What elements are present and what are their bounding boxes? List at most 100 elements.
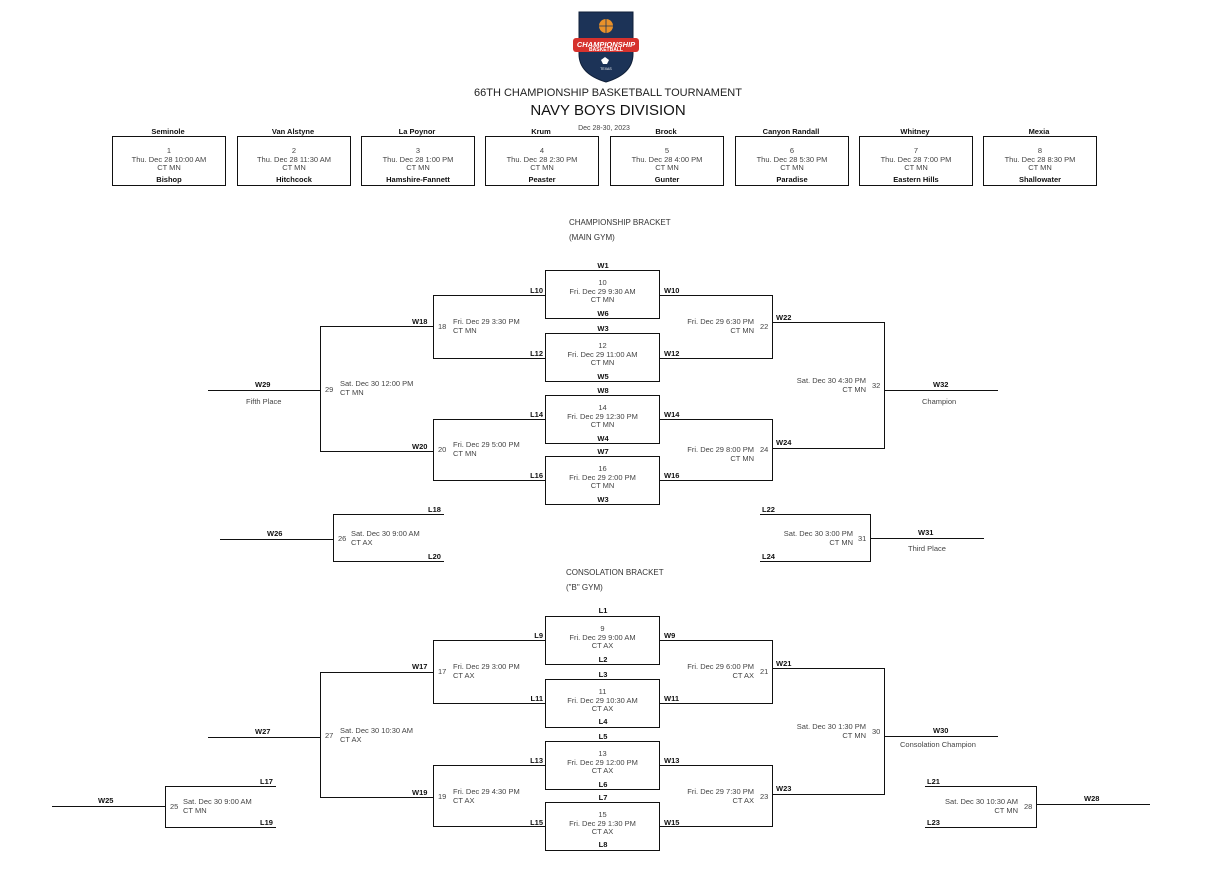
bracket-line — [660, 295, 773, 296]
logo-shield-icon — [573, 11, 639, 83]
game-21-location: CT AX — [732, 671, 754, 680]
bracket-line — [433, 295, 545, 296]
game-20-location: CT MN — [453, 449, 477, 458]
bracket-line — [433, 826, 545, 827]
tournament-dates: Dec 28-30, 2023 — [578, 125, 630, 132]
game-15-box: 15 Fri. Dec 29 1:30 PM CT AX — [545, 802, 660, 851]
game-15-top: L7 — [598, 793, 608, 802]
game-11-loser: L11 — [530, 694, 543, 703]
game-23-winner: W23 — [776, 784, 792, 793]
game-26-location: CT AX — [351, 538, 373, 547]
game-10-loser: L10 — [530, 286, 543, 295]
game-14-top: W8 — [597, 386, 609, 395]
tournament-logo: CHAMPIONSHIP BASKETBALL TEXAS — [573, 8, 639, 84]
game-20-time: Fri. Dec 29 5:00 PM — [453, 440, 520, 449]
game-time: Thu. Dec 28 4:00 PM — [631, 154, 703, 164]
game-time: Thu. Dec 28 5:30 PM — [756, 154, 828, 164]
game-27-winner: W27 — [255, 727, 271, 736]
game-16-bottom: W3 — [597, 495, 609, 504]
game-number: 11 — [598, 687, 607, 696]
game-9-top: L1 — [598, 606, 608, 615]
game-32-time: Sat. Dec 30 4:30 PM — [796, 376, 866, 385]
game-15-winner: W15 — [664, 818, 680, 827]
game-location: CT AX — [591, 641, 614, 650]
game-24-location: CT MN — [730, 454, 754, 463]
tournament-title: 66TH CHAMPIONSHIP BASKETBALL TOURNAMENT — [474, 87, 742, 99]
game-30-time: Sat. Dec 30 1:30 PM — [796, 722, 866, 731]
game-28-winner: W28 — [1084, 794, 1100, 803]
bracket-line — [660, 419, 773, 420]
bracket-line — [433, 295, 434, 359]
game-location: CT MN — [406, 163, 430, 172]
game-26-bottom: L20 — [428, 552, 441, 561]
game-32-winner: W32 — [933, 380, 949, 389]
game-29-time: Sat. Dec 30 12:00 PM — [340, 379, 414, 388]
consolation-bracket-title: CONSOLATION BRACKET — [566, 568, 664, 577]
division-title: NAVY BOYS DIVISION — [530, 102, 686, 119]
game-number: 15 — [598, 810, 607, 819]
game-30-location: CT MN — [842, 731, 866, 740]
game-location: CT AX — [591, 827, 614, 836]
bracket-line — [433, 358, 545, 359]
game-31-time: Sat. Dec 30 3:00 PM — [783, 529, 853, 538]
team-top: Krum — [531, 127, 551, 136]
game-27-number: 27 — [325, 731, 334, 740]
bracket-line — [925, 827, 1036, 828]
bracket-line — [884, 736, 998, 737]
game-location: CT AX — [591, 704, 614, 713]
game-14-bottom: W4 — [597, 434, 609, 443]
game-number: 16 — [598, 464, 607, 473]
game-28-bottom: L23 — [927, 818, 940, 827]
game-25-bottom: L19 — [260, 818, 273, 827]
game-28-top: L21 — [927, 777, 940, 786]
bracket-line — [772, 640, 773, 704]
game-32-number: 32 — [872, 381, 881, 390]
game-number: 7 — [913, 146, 919, 155]
bracket-line — [433, 419, 545, 420]
bracket-line — [884, 322, 885, 449]
game-32-location: CT MN — [842, 385, 866, 394]
game-time: Fri. Dec 29 9:30 AM — [569, 286, 636, 296]
game-location: CT MN — [590, 420, 615, 429]
bracket-line — [320, 326, 433, 327]
game-25-top: L17 — [260, 777, 273, 786]
game-22-number: 22 — [760, 322, 769, 331]
game-9-winner: W9 — [664, 631, 676, 640]
game-15-loser: L15 — [530, 818, 543, 827]
game-number: 4 — [539, 146, 545, 155]
game-16-loser: L16 — [530, 471, 543, 480]
game-19-location: CT AX — [453, 796, 475, 805]
game-25-location: CT MN — [183, 806, 207, 815]
team-top: Whitney — [900, 127, 930, 136]
game-time: Thu. Dec 28 2:30 PM — [506, 154, 578, 164]
game-17-number: 17 — [438, 667, 447, 676]
game-9-box: 9 Fri. Dec 29 9:00 AM CT AX — [545, 616, 660, 665]
game-number: 8 — [1037, 146, 1043, 155]
game-number: 10 — [598, 278, 607, 287]
bracket-line — [433, 640, 545, 641]
championship-bracket-title: CHAMPIONSHIP BRACKET — [569, 218, 671, 227]
game-12-box: 12 Fri. Dec 29 11:00 AM CT MN — [545, 333, 660, 382]
bracket-line — [52, 806, 165, 807]
game-24-number: 24 — [760, 445, 769, 454]
game-number: 9 — [600, 624, 605, 633]
game-number: 3 — [415, 146, 421, 155]
bracket-line — [220, 539, 333, 540]
team-bottom: Peaster — [528, 175, 556, 184]
team-bottom: Bishop — [156, 175, 182, 184]
game-16-box: 16 Fri. Dec 29 2:00 PM CT MN — [545, 456, 660, 505]
game-time: Thu. Dec 28 10:00 AM — [131, 154, 207, 164]
consolation-gym: ("B" GYM) — [566, 583, 603, 592]
game-27-time: Sat. Dec 30 10:30 AM — [340, 726, 413, 735]
game-location: CT MN — [157, 163, 181, 172]
game-17-location: CT AX — [453, 671, 475, 680]
game-10-top: W1 — [597, 261, 609, 270]
game-time: Fri. Dec 29 1:30 PM — [569, 818, 636, 828]
bracket-line — [433, 480, 545, 481]
fifth-place-label: Fifth Place — [246, 397, 282, 406]
bracket-line — [320, 797, 433, 798]
game-13-loser: L13 — [530, 756, 543, 765]
